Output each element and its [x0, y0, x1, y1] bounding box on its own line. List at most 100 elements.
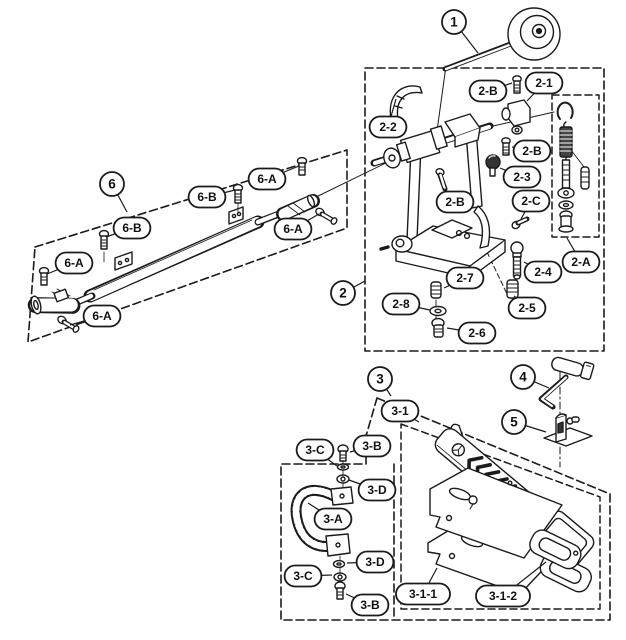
- callout-label: 3-C: [305, 443, 325, 457]
- callout-bubble: [441, 9, 467, 35]
- group-3-1-box: [400, 423, 601, 610]
- callout-bubble: [54, 251, 94, 275]
- callout-6-A: 6-A: [247, 165, 300, 191]
- callout-6-A: 6-A: [46, 251, 94, 275]
- callout-bubble: [82, 304, 122, 328]
- callout-3-1-1: 3-1-1: [395, 567, 451, 606]
- callout-6: 6: [99, 171, 128, 213]
- callout-label: 3-D: [367, 483, 387, 497]
- callout-bubble: [295, 438, 335, 462]
- callout-label: 6-A: [92, 309, 112, 323]
- callout-bubble: [511, 189, 551, 213]
- callout-3-B: 3-B: [349, 434, 392, 458]
- callout-bubble: [352, 434, 392, 458]
- base-plate-drawing: [427, 467, 563, 595]
- callout-bubble: [468, 79, 508, 103]
- callout-label: 2-C: [521, 194, 541, 208]
- callout-bubble: [367, 366, 393, 392]
- callout-bubble: [561, 250, 601, 274]
- callout-bubble: [524, 71, 564, 95]
- callout-label: 6: [108, 177, 116, 192]
- callout-2-B: 2-B: [435, 187, 475, 214]
- callout-label: 2-5: [518, 301, 536, 315]
- callout-label: 3-C: [293, 569, 313, 583]
- callout-2-4: 2-4: [523, 260, 563, 284]
- drive-shaft-drawing: [27, 156, 338, 333]
- callout-6-B: 6-B: [187, 185, 236, 209]
- callout-bubble: [112, 216, 152, 240]
- key-drawing: [538, 356, 595, 410]
- callout-bubble: [501, 409, 527, 435]
- callout-2: 2: [330, 280, 366, 306]
- callout-bubble: [355, 550, 395, 574]
- callout-label: 2-7: [456, 271, 474, 285]
- callout-3-A: 3-A: [307, 502, 353, 531]
- callout-label: 5: [510, 415, 518, 430]
- callout-bubble: [507, 296, 547, 320]
- callout-label: 6-A: [283, 222, 303, 236]
- group-2-box: [364, 67, 605, 352]
- callout-2-2: 2-2: [368, 98, 408, 139]
- callout-label: 6-A: [257, 172, 277, 186]
- callout-label: 3-1: [391, 404, 409, 418]
- callout-label: 2-1: [535, 76, 553, 90]
- callout-bubble: [313, 507, 353, 531]
- callout-2-B: 2-B: [511, 139, 552, 163]
- callout-6-A: 6-A: [273, 213, 320, 241]
- callout-label: 3-D: [365, 555, 385, 569]
- callout-bubble: [99, 171, 125, 197]
- callout-label: 3-B: [362, 439, 382, 453]
- callout-bubble: [357, 478, 397, 502]
- callout-3-C: 3-C: [295, 438, 338, 467]
- callout-bubble: [330, 280, 356, 306]
- callout-3: 3: [367, 366, 393, 397]
- beater-drawing: [442, 7, 561, 72]
- callout-label: 2-6: [468, 326, 486, 340]
- callout-label: 6-B: [122, 221, 142, 235]
- callout-3-D: 3-D: [346, 550, 395, 574]
- callout-2-6: 2-6: [446, 321, 497, 345]
- callout-label: 2-B: [478, 84, 498, 98]
- callout-2-A: 2-A: [561, 237, 601, 274]
- callout-label: 4: [519, 370, 527, 385]
- callout-bubble: [523, 260, 563, 284]
- group-2A-box: [551, 94, 600, 238]
- callout-bubble: [381, 292, 421, 316]
- callout-label: 3-A: [323, 512, 343, 526]
- callout-3-C: 3-C: [283, 564, 333, 588]
- callout-bubble: [395, 582, 451, 606]
- callout-bubble: [512, 139, 552, 163]
- callout-bubble: [247, 167, 287, 191]
- callout-label: 1: [450, 15, 458, 30]
- callout-label: 2-A: [571, 255, 591, 269]
- callout-2-C: 2-C: [511, 189, 551, 220]
- chain-drawing: [290, 444, 354, 600]
- callout-3-B: 3-B: [345, 593, 390, 617]
- callout-label: 2-3: [513, 170, 531, 184]
- frame-drawing: [370, 75, 531, 338]
- callout-label: 6-B: [197, 190, 217, 204]
- callout-label: 2: [339, 286, 347, 301]
- callout-4: 4: [510, 364, 550, 390]
- callout-3-D: 3-D: [348, 478, 397, 502]
- callout-6-A: 6-A: [69, 304, 122, 328]
- callout-bubble: [187, 185, 227, 209]
- callout-bubble: [380, 399, 420, 423]
- callout-bubble: [457, 321, 497, 345]
- callout-bubble: [350, 593, 390, 617]
- callout-6-B: 6-B: [105, 216, 152, 240]
- callout-label: 2-8: [392, 297, 410, 311]
- callout-bubble: [445, 266, 485, 290]
- callout-label: 2-2: [379, 120, 397, 134]
- callout-3-1: 3-1: [380, 399, 420, 423]
- callout-bubble: [283, 564, 323, 588]
- callout-3-1-2: 3-1-2: [475, 561, 547, 608]
- callout-label: 3: [376, 372, 384, 387]
- callout-label: 2-4: [534, 265, 552, 279]
- callout-2-8: 2-8: [381, 292, 431, 316]
- callout-bubble: [368, 115, 408, 139]
- callout-label: 6-A: [64, 256, 84, 270]
- spring-kit-drawing: [556, 101, 590, 233]
- clamp-drawing: [543, 413, 593, 447]
